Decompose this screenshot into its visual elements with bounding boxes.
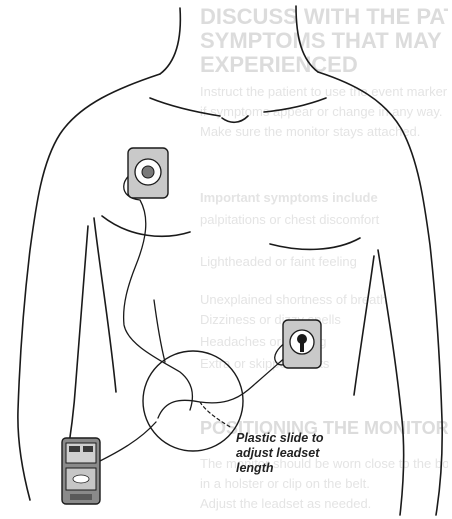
callout-line-3: length <box>236 461 324 476</box>
sternal-notch <box>222 116 248 122</box>
right-shoulder-arm <box>318 72 442 515</box>
left-clavicle <box>150 98 220 116</box>
left-torso-side <box>94 218 116 392</box>
left-inner-arm <box>66 226 88 462</box>
callout-leader <box>200 402 232 428</box>
left-shoulder-arm <box>18 74 160 500</box>
right-inner-arm <box>378 250 404 515</box>
neck-right <box>296 6 318 72</box>
callout-line-2: adjust leadset <box>236 446 324 461</box>
lower-electrode <box>283 320 321 368</box>
right-pectoral <box>270 238 360 249</box>
monitor-device <box>62 438 100 504</box>
leadset-callout-label: Plastic slide to adjust leadset length <box>236 431 324 476</box>
lead-wire-upper <box>124 168 193 410</box>
lead-wire-monitor <box>98 422 156 462</box>
upper-electrode <box>128 148 168 198</box>
lead-wire-side <box>154 300 165 362</box>
right-torso-side <box>354 256 374 395</box>
callout-line-1: Plastic slide to <box>236 431 324 446</box>
neck-left <box>160 8 180 74</box>
right-clavicle <box>264 98 326 112</box>
